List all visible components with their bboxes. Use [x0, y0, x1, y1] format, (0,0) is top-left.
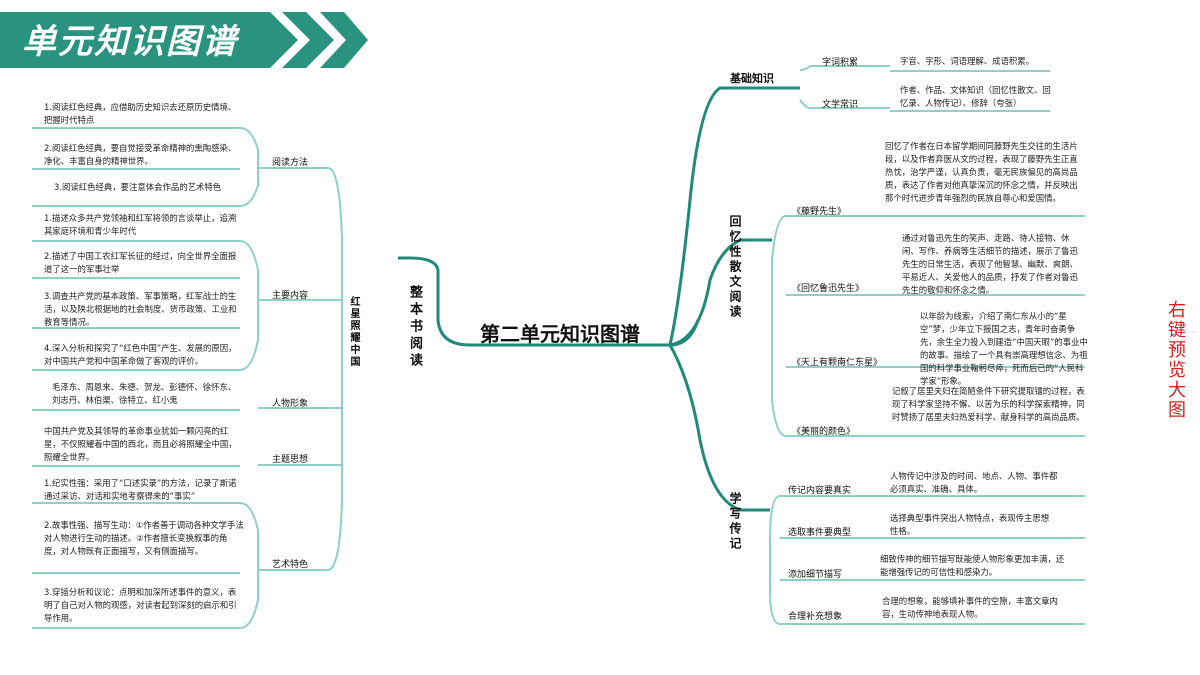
branch-art-features: 艺术特色 [272, 560, 309, 570]
item-detail-text: 细致传神的细节描写既能使人物形象更加丰满，还能增强传记的可信性和感染力。 [880, 554, 1065, 577]
item-fujino: 《藤野先生》 [792, 207, 847, 217]
item-imagination-text: 合理的想象，能够填补事件的空隙，丰富文章内容，生动传神地表现人物。 [882, 596, 1058, 619]
header-title: 单元知识图谱 [22, 22, 238, 62]
item-luxun-text: 通过对鲁迅先生的笑声、走路、待人接物、休闲、写作、养病等生活细节的描述，展示了鲁… [902, 233, 1078, 295]
item-typical-text: 选择典型事件突出人物特点，表现传主思想性格。 [890, 513, 1050, 536]
leaf-method-2: 2.阅读红色经典，要自觉接受革命精神的熏陶感染、净化、丰富自身的精神世界。 [44, 143, 237, 166]
leaf-content-2: 2.描述了中国工农红军长征的经过，向全世界全面报道了这一的军事壮举 [44, 251, 237, 274]
branch-memoir-reading: 回忆性散文阅读 [728, 215, 742, 320]
preview-hint: 右键预览大图 [1165, 300, 1186, 420]
branch-basic-knowledge: 基础知识 [730, 72, 774, 85]
item-imagination: 合理补充想象 [788, 612, 843, 622]
item-literary-text: 作者、作品、文体知识（回忆性散文、回忆录、人物传记）、修辞（夸张） [900, 85, 1051, 108]
item-typical: 选取事件要典型 [788, 528, 852, 538]
center-title: 第二单元知识图谱 [480, 322, 640, 346]
item-nanrendong: 《天上有颗南仁东星》 [792, 358, 883, 368]
leaf-content-1: 1.描述众多共产党领袖和红军将领的言谈举止，追溯其家庭环境和青少年时代 [44, 213, 237, 236]
item-detail: 添加细节描写 [788, 570, 843, 580]
branch-main-content: 主要内容 [272, 291, 309, 301]
left-sub-label: 红星照耀中国 [348, 296, 359, 368]
leaf-method-1: 1.阅读红色经典，应借助历史知识去还原历史情境、把握时代特点 [44, 102, 237, 125]
branch-reading-method: 阅读方法 [272, 158, 309, 168]
leaf-theme: 中国共产党及其领导的革命事业犹如一颗闪亮的红星，不仅照耀着中国的西北，而且必将照… [44, 426, 237, 462]
item-truthful: 传记内容要真实 [788, 486, 852, 496]
item-fujino-text: 回忆了作者在日本留学期间同藤野先生交往的生活片段，以及作者弃医从文的过程，表现了… [885, 141, 1078, 203]
leaf-content-3: 3.调查共产党的基本政策、军事策略，红军战士的生活，以及陕北根据地的社会制度、货… [44, 291, 237, 327]
left-main-label: 整本书阅读 [407, 285, 422, 370]
item-vocabulary: 字词积累 [822, 58, 859, 68]
branch-biography-writing: 学写传记 [728, 492, 742, 552]
leaf-art-1: 1.纪实性强：采用了“口述实录”的方法，记录了斯诺通过采访、对话和实地考察得来的… [44, 478, 237, 501]
branch-theme: 主题思想 [272, 455, 309, 465]
leaf-art-2: 2.故事性强、描写生动：①作者善于调动各种文学手法对人物进行生动的描述。②作者擅… [44, 520, 244, 556]
header-banner [0, 12, 368, 68]
item-literary: 文学常识 [822, 100, 859, 110]
leaf-content-4: 4.深入分析和探究了“红色中国”产生、发展的原因，对中国共产党和中国革命做了客观… [44, 343, 237, 366]
leaf-characters: 毛泽东、周恩来、朱德、贺龙、彭德怀、徐怀东、刘志丹、林伯渠、徐特立、红小鬼 [52, 382, 237, 405]
item-truthful-text: 人物传记中涉及的时间、地点、人物、事件都必须真实、准确、具体。 [890, 471, 1058, 494]
leaf-method-3: 3.阅读红色经典，要注意体会作品的艺术特色 [54, 182, 222, 192]
item-nanrendong-text: 以年龄为线索，介绍了南仁东从小的“星空”梦，少年立下报国之志，青年时奋勇争先，余… [920, 311, 1088, 386]
branch-characters: 人物形象 [272, 399, 309, 409]
item-curie: 《美丽的颜色》 [792, 427, 856, 437]
item-vocabulary-text: 字音、字形、词语理解、成语积累。 [900, 56, 1034, 66]
leaf-art-3: 3.穿插分析和议论：点明和加深所述事件的意义，表明了自己对人物的观感，对读者起到… [44, 587, 237, 623]
item-curie-text: 记叙了居里夫妇在简陋条件下研究提取镭的过程，表现了科学家坚持不懈、以苦为乐的科学… [892, 386, 1085, 422]
item-luxun: 《回忆鲁迅先生》 [792, 284, 865, 294]
